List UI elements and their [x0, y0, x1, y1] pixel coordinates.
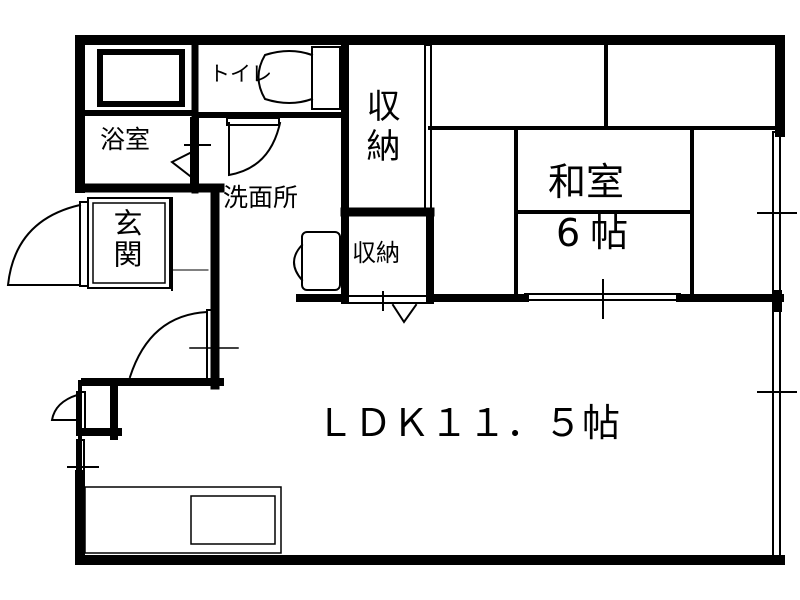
toilet-door: [226, 117, 282, 177]
room-label-bathroom: 浴室: [100, 125, 151, 154]
bathroom-door: [170, 117, 211, 189]
bathtub-icon: [97, 49, 185, 107]
room-label-japanese-room: 和室: [548, 160, 625, 204]
room-label-washroom: 洗面所: [223, 183, 299, 212]
sink-icon: [190, 495, 276, 545]
room-label-closet-large: 収納: [360, 88, 400, 168]
washbasin-icon: [293, 231, 341, 291]
interior-door: [128, 309, 239, 381]
room-size-japanese-room: 6帖: [556, 211, 639, 255]
entrance-door: [6, 201, 89, 287]
toilet-tank-icon: [311, 46, 341, 110]
entrance: [81, 183, 224, 390]
room-label-ldk: ＬＤＫ１１．５帖: [316, 401, 621, 445]
kitchen-counter: [84, 486, 282, 554]
room-label-entrance: 玄関: [109, 208, 143, 270]
japanese-room: [426, 42, 784, 319]
closet-walls: [296, 36, 435, 304]
right-windows: [757, 131, 797, 561]
room-label-toilet: トイレ: [209, 62, 272, 86]
utility-alcove: [50, 380, 122, 541]
toilet: [192, 46, 348, 118]
room-label-closet-small: 収納: [352, 239, 400, 267]
closet-door: [344, 291, 431, 324]
toilet-bowl-icon: [257, 50, 314, 104]
